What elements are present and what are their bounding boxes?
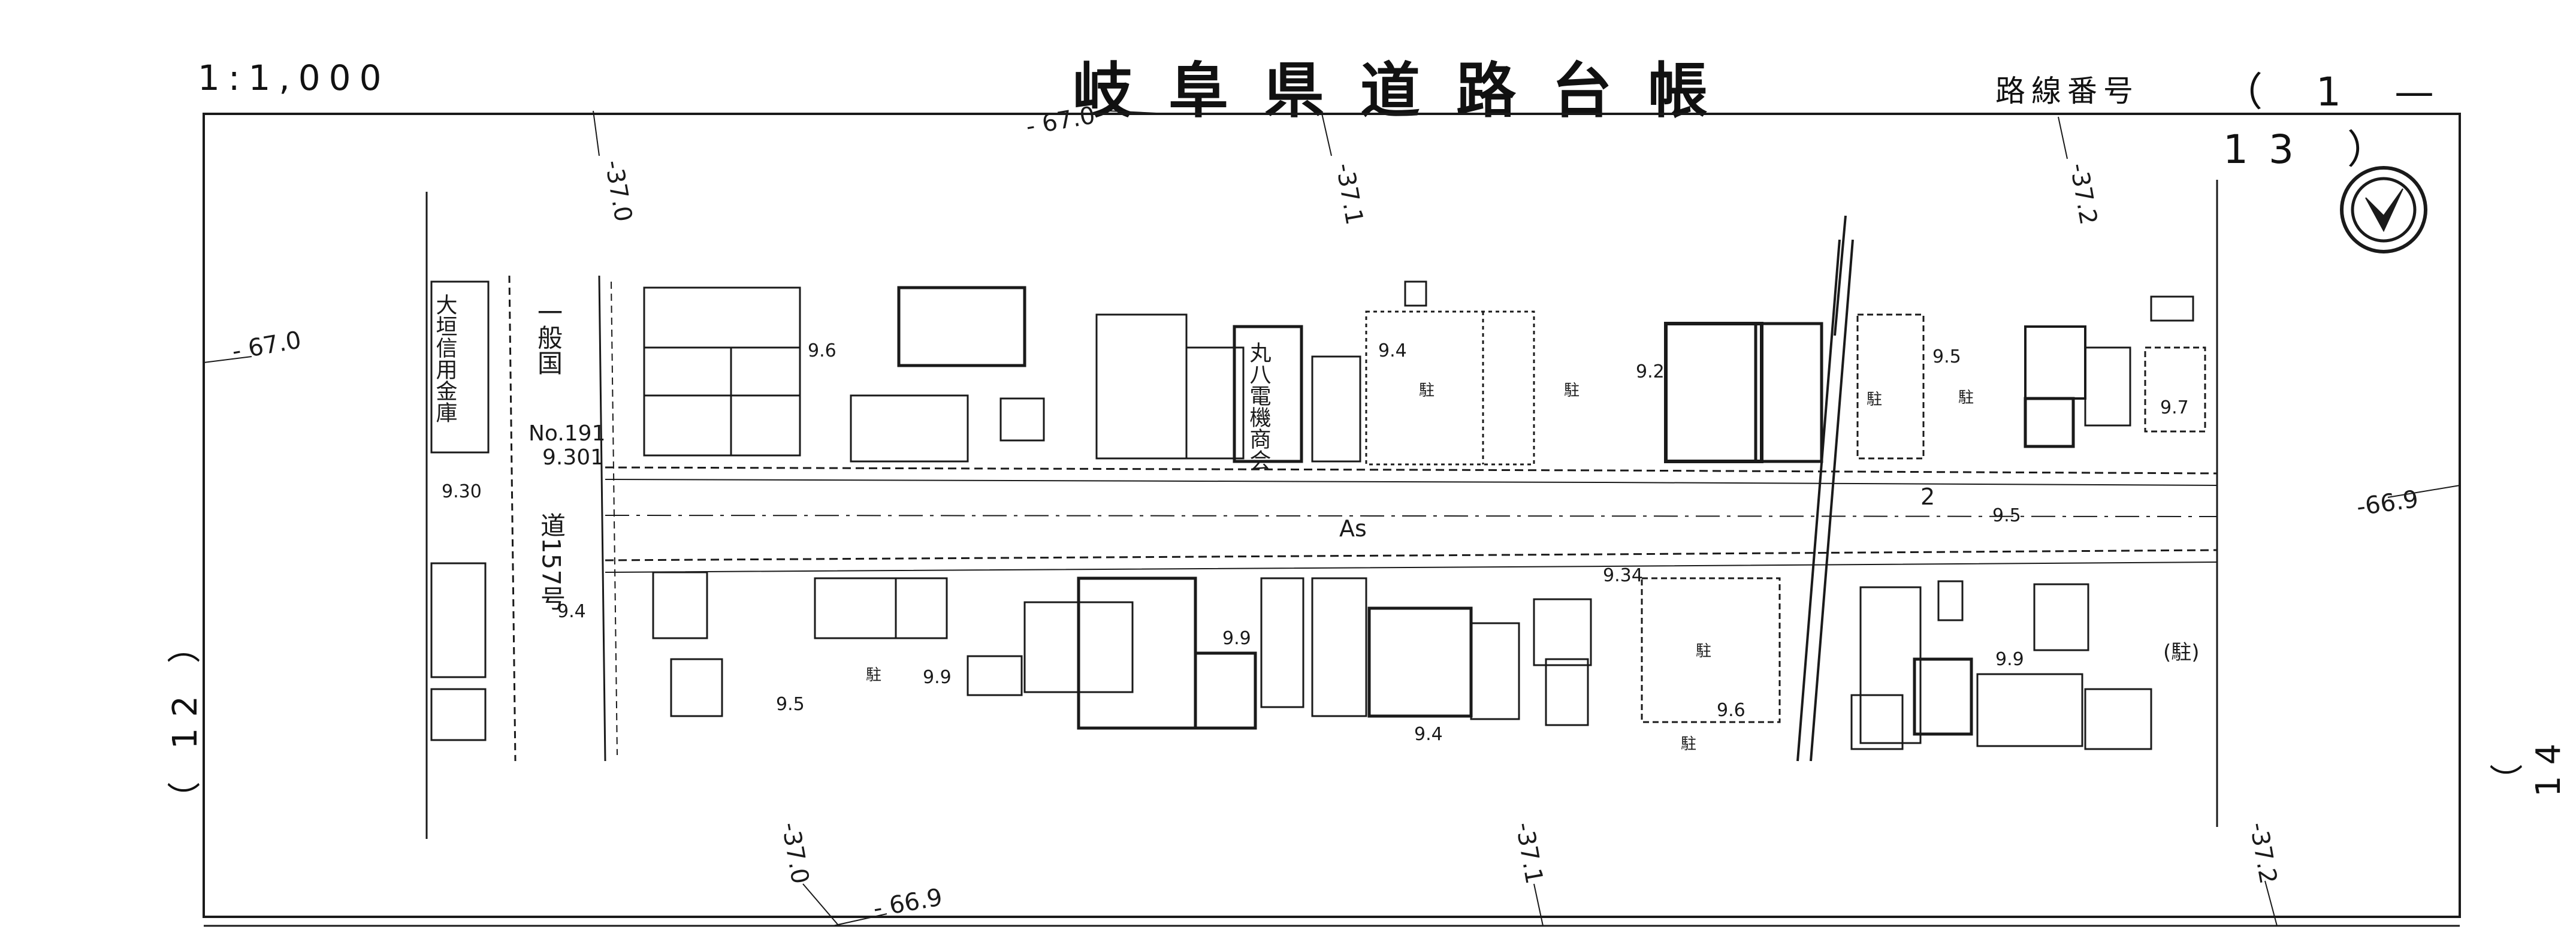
parking-label: 駐 [866, 666, 881, 684]
bank-name-label: 大垣信用金庫 [433, 294, 457, 423]
grid-label: -37.0 [776, 820, 814, 886]
spot-elevation: 9.34 [1603, 565, 1643, 586]
canal [1796, 215, 1854, 762]
parking-label: 駐 [1564, 382, 1580, 400]
parking-label: 駐 [1419, 382, 1435, 400]
spot-elevation: 9.9 [923, 667, 952, 688]
parking-label-paren: (駐) [2163, 641, 2200, 665]
spot-elevation: 9.30 [442, 481, 482, 502]
route-name-top: 一般国 [534, 300, 563, 375]
spot-elevation: 9.6 [808, 340, 836, 361]
pavement-label: As [1339, 515, 1367, 542]
spot-elevation: 9.5 [1932, 346, 1961, 367]
grid-label: -37.0 [599, 158, 637, 224]
buildings-north [643, 280, 2206, 466]
grid-ticks [203, 110, 2460, 926]
north-arrow-icon [2340, 166, 2427, 253]
grid-label: -37.1 [1510, 820, 1548, 886]
parking-label: 駐 [1867, 391, 1882, 409]
spot-elevation: 9.4 [1378, 340, 1407, 361]
map-scale: 1:1,000 [198, 58, 390, 98]
benchmark-number: No.191 [529, 421, 605, 446]
road-centerline [605, 515, 2218, 517]
buildings-south [652, 571, 2152, 750]
route-number-value: （ 1 — 13 ） [2223, 69, 2454, 173]
spot-elevation: 9.2 [1636, 361, 1665, 382]
spot-elevation: 9.4 [1414, 724, 1443, 745]
grid-label: - 67.0 [230, 326, 303, 365]
cross-street-west [508, 275, 517, 762]
spot-elevation: 9.4 [557, 601, 586, 622]
grid-label-group: - 67.0 - 67.0 -66.9 - 66.9 -37.0 -37.1 -… [230, 101, 2420, 922]
grid-label: -66.9 [2355, 485, 2420, 521]
route-number-label: 路線番号 [1995, 74, 2139, 108]
spot-elevation: 9.6 [1717, 700, 1745, 721]
grid-label: -37.2 [2244, 820, 2282, 886]
grid-label: -37.1 [1330, 161, 1368, 227]
lane-number: 2 [1920, 484, 1935, 510]
grid-label: -37.2 [2064, 161, 2102, 227]
spot-elevations: 9.6 9.4 9.2 9.5 9.7 9.30 9.4 9.5 9.9 9.9… [442, 340, 2189, 745]
spot-elevation: 9.5 [1992, 505, 2021, 526]
parking-label: 駐 [1696, 642, 1711, 660]
parking-label: 駐 [1681, 735, 1696, 753]
shop-name-label: 丸八電機商会 [1246, 342, 1272, 471]
spot-elevation: 9.5 [776, 694, 805, 715]
buildings-west [430, 280, 490, 741]
road-south-edge [605, 549, 2218, 561]
spot-elevation: 9.9 [1222, 628, 1251, 649]
grid-label: - 67.0 [1024, 101, 1097, 140]
spot-elevation: 9.9 [1995, 649, 2024, 670]
benchmark-elevation: 9.301 [542, 445, 604, 470]
sheet-frame [203, 113, 2461, 918]
spot-elevation: 9.7 [2160, 397, 2189, 418]
road-north-edge [605, 466, 2218, 475]
feature-labels: 大垣信用金庫 一般国 道157号 No.191 9.301 丸八電機商会 As … [433, 294, 2200, 753]
route-name-bottom: 道157号 [537, 512, 566, 611]
parking-label: 駐 [1958, 389, 1974, 407]
